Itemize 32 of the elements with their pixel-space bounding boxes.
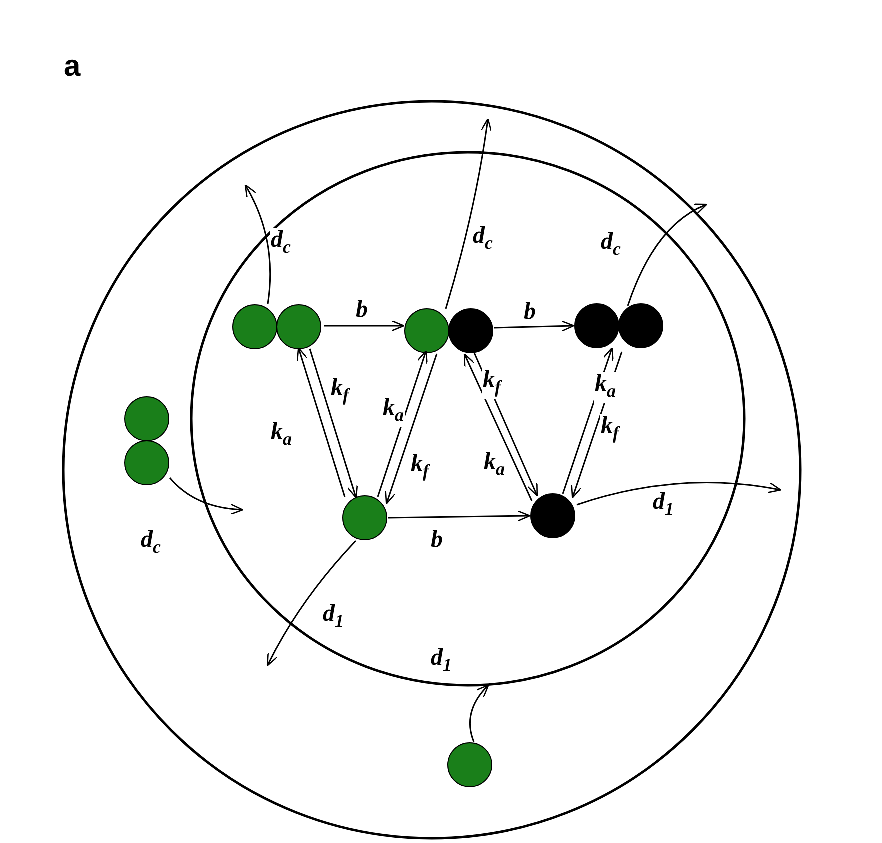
rate-label: k$_{a}$: [382, 396, 405, 427]
panel-letter: a: [64, 50, 81, 84]
arrow: [296, 347, 346, 498]
arrow: [244, 184, 272, 304]
rate-label: k$_{f}$: [600, 414, 620, 445]
arrow: [388, 510, 531, 522]
arrow: [266, 540, 357, 667]
arrow: [309, 348, 358, 499]
rate-label: k$_{f}$: [482, 368, 502, 399]
arrow: [494, 320, 575, 332]
rate-label: k$_{f}$: [330, 376, 350, 407]
dimer-molecule: [404, 308, 494, 354]
inner-circle: [190, 151, 746, 687]
rate-label: d$_{c}$: [270, 228, 292, 259]
arrow: [576, 482, 782, 506]
dimer-molecule: [232, 304, 324, 350]
monomer-molecule: [530, 493, 576, 539]
rate-label: k$_{f}$: [410, 452, 430, 483]
monomer-molecule: [447, 742, 493, 788]
arrow: [464, 353, 533, 502]
arrow: [385, 354, 438, 505]
arrow: [445, 118, 492, 310]
arrow: [470, 684, 490, 742]
dimer-molecule: [124, 396, 170, 488]
arrow: [324, 320, 405, 332]
arrow: [627, 204, 708, 306]
monomer-molecule: [342, 495, 388, 541]
arrow: [377, 350, 428, 498]
outer-ring-circle: [62, 100, 802, 840]
rate-label: k$_{a}$: [594, 372, 617, 403]
arrow: [169, 478, 244, 515]
dimer-molecule: [574, 303, 664, 349]
